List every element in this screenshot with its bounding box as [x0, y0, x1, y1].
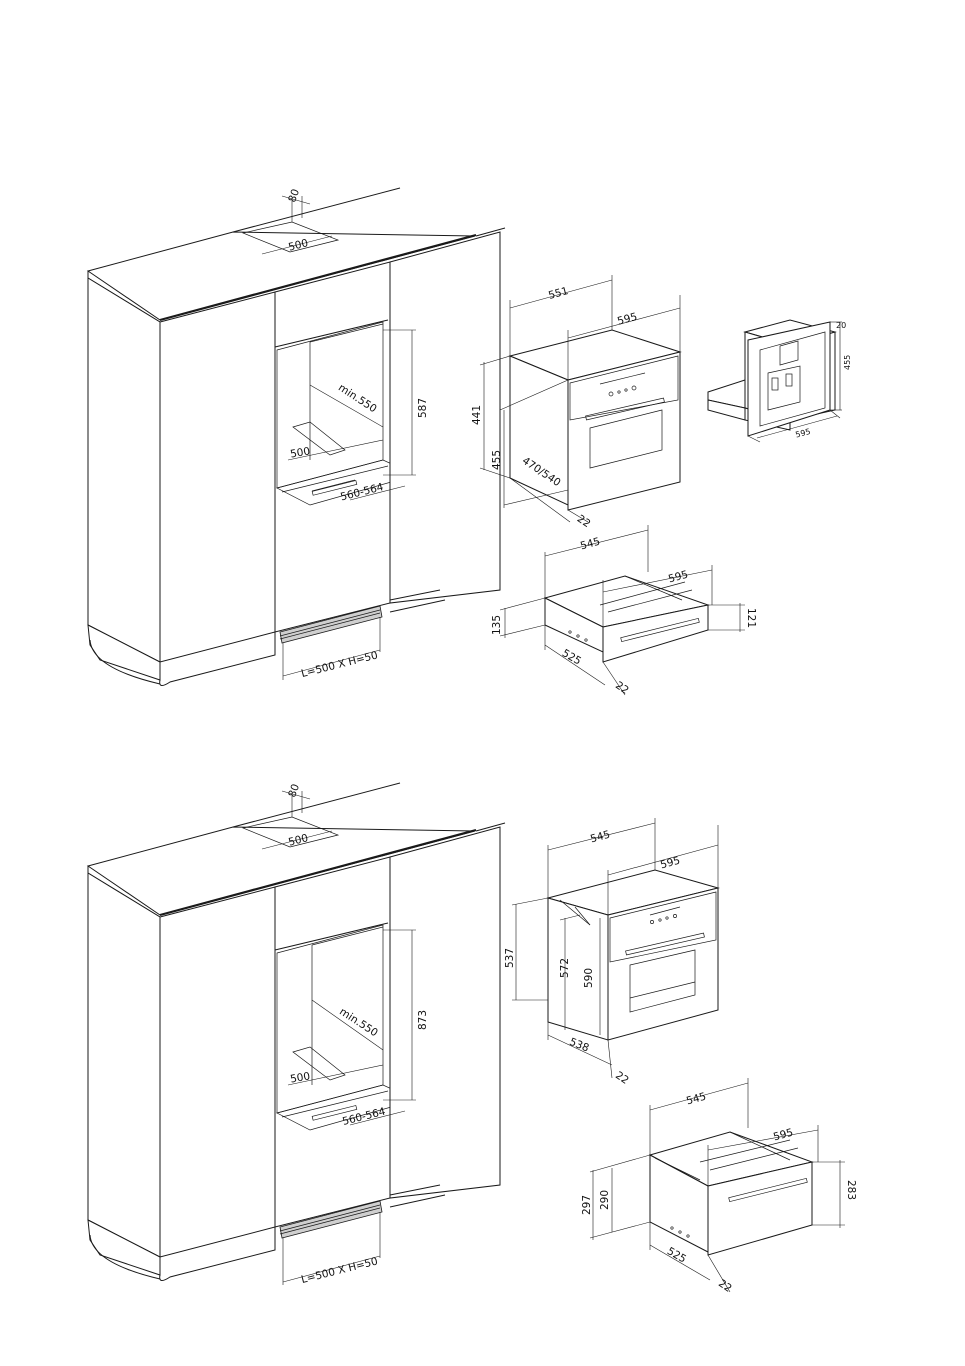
top-drawer-width-label: 595 [667, 569, 689, 586]
bottom-cabinet: 80 500 min.550 873 500 560-564 L=500 X H… [88, 782, 505, 1286]
bottom-drawer-side-height-label: 297 [581, 1195, 593, 1215]
top-coffee-frame-depth-label: 20 [836, 321, 846, 330]
bottom-oven-base-depth-label: 538 [568, 1036, 591, 1055]
top-coffee-machine: 20 455 595 [708, 320, 852, 442]
top-oven-front-height-label: 455 [491, 450, 503, 470]
bottom-warming-drawer: 545 595 297 290 283 525 22 [581, 1078, 857, 1295]
bottom-oven-inner-height-label: 572 [559, 958, 571, 978]
bottom-drawer-front-offset-label: 22 [716, 1277, 734, 1294]
bottom-plinth-vent-label: L=500 X H=50 [300, 1255, 379, 1286]
top-plinth-vent-label: L=500 X H=50 [300, 649, 379, 680]
top-drawer-base-depth-label: 525 [560, 647, 583, 667]
top-drawer-front-height-label: 121 [745, 608, 757, 628]
top-coffee-height-label: 455 [843, 355, 852, 370]
top-drawer-front-offset-label: 22 [613, 679, 631, 696]
top-niche-height-label: 587 [417, 398, 429, 418]
top-cabinet: 80 500 min.550 587 500 560-564 L=500 X H… [88, 187, 505, 685]
bottom-drawer-base-depth-label: 525 [665, 1245, 688, 1265]
bottom-drawer-width-label: 595 [772, 1127, 794, 1144]
top-warming-drawer: 545 595 135 121 525 22 [491, 525, 757, 697]
top-oven-body-height-label: 441 [471, 405, 483, 425]
top-oven-depth-label: 551 [547, 285, 569, 302]
top-drawer-depth-label: 545 [579, 536, 601, 553]
bottom-oven-front-offset-label: 22 [613, 1069, 631, 1086]
top-oven: 551 595 441 455 470/540 22 [471, 275, 680, 530]
top-oven-width-label: 595 [616, 311, 638, 328]
bottom-oven: 545 595 537 572 590 538 22 [504, 818, 718, 1087]
bottom-vent-depth-label: 80 [286, 782, 302, 799]
bottom-oven-front-height-label: 590 [583, 968, 595, 988]
top-coffee-width-label: 595 [794, 427, 811, 440]
bottom-drawer-inner-height-label: 290 [599, 1190, 611, 1210]
bottom-drawer-front-height-label: 283 [845, 1180, 857, 1200]
bottom-oven-side-height-label: 537 [504, 948, 516, 968]
bottom-oven-depth-label: 545 [589, 829, 611, 846]
top-drawer-side-height-label: 135 [491, 615, 503, 635]
top-vent-depth-label: 80 [286, 187, 302, 204]
bottom-niche-height-label: 873 [417, 1010, 429, 1030]
bottom-drawer-depth-label: 545 [685, 1091, 707, 1108]
bottom-oven-width-label: 595 [659, 855, 681, 872]
